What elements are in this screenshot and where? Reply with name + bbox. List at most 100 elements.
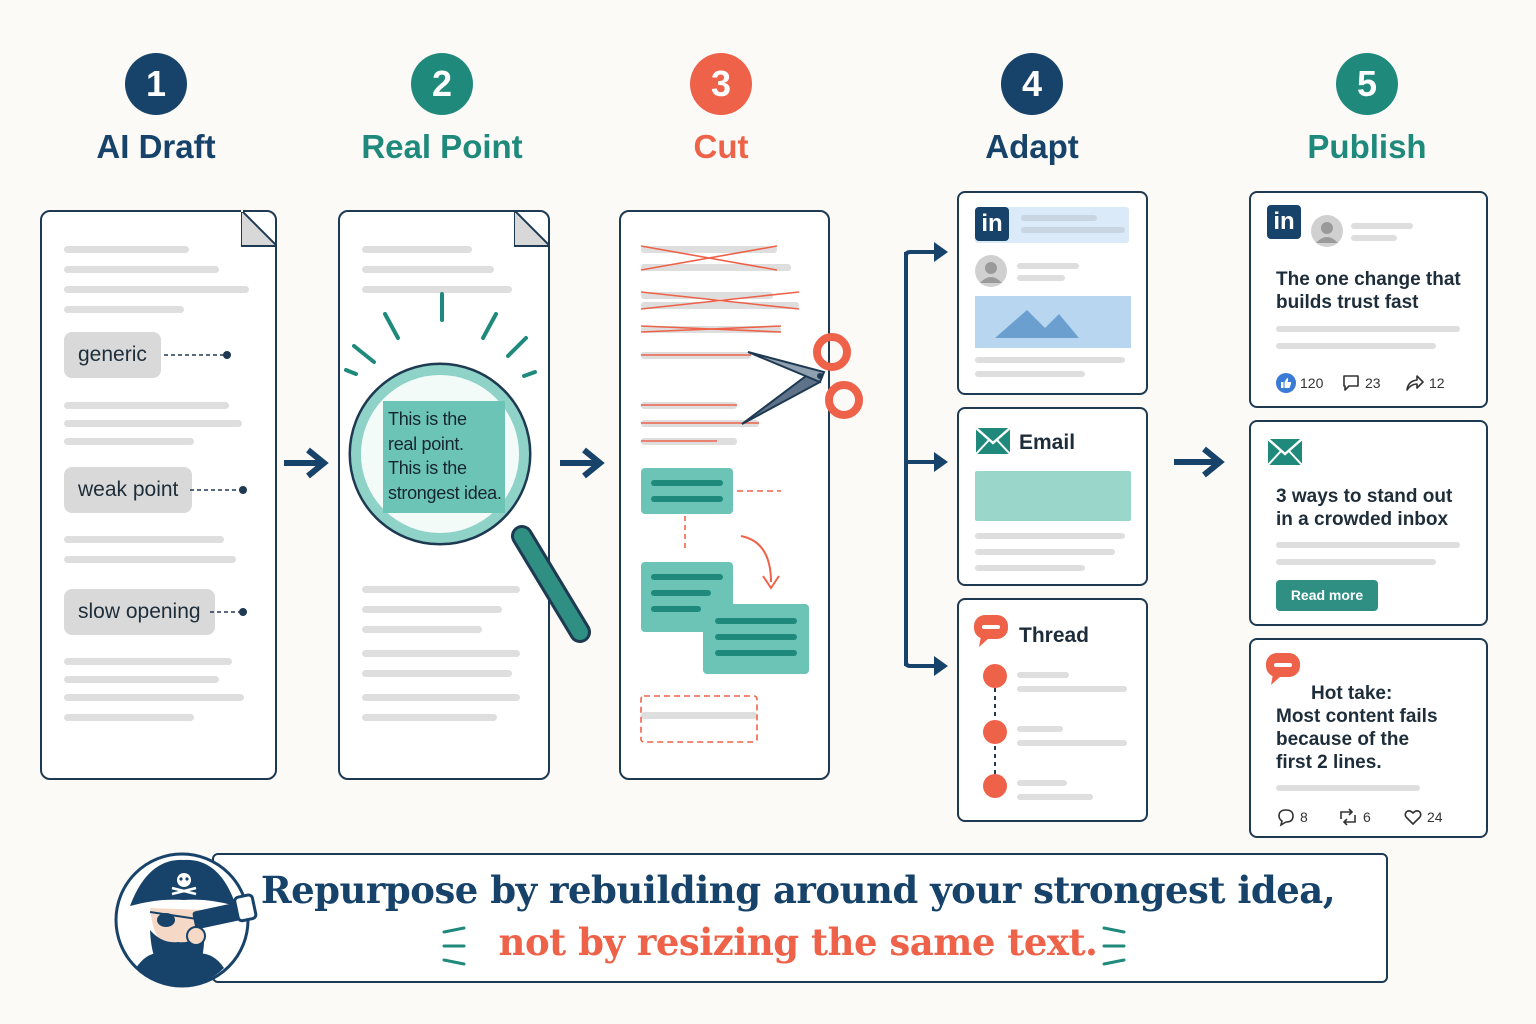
publish-thread-post: Hot take: Most content fails because of … xyxy=(1249,638,1488,838)
highlighted-real-point xyxy=(383,401,505,513)
avatar-icon xyxy=(1311,215,1343,247)
real-point-line: This is the xyxy=(388,409,467,429)
real-point-line: This is the xyxy=(388,458,467,478)
comment-count: 23 xyxy=(1365,375,1381,391)
arrow-right-icon xyxy=(1174,446,1225,478)
banner-line-1: Repurpose by rebuilding around your stro… xyxy=(260,868,1336,912)
text-line xyxy=(64,694,244,701)
read-more-button[interactable]: Read more xyxy=(1276,580,1378,611)
repost-stat[interactable]: 6 xyxy=(1337,807,1371,827)
text-line xyxy=(1017,672,1069,678)
image-placeholder-icon xyxy=(975,296,1131,348)
text-line xyxy=(975,565,1085,571)
step-5-number: 5 xyxy=(1356,63,1378,104)
step-5-badge: 5 xyxy=(1336,53,1398,115)
post-title-line: Most content fails xyxy=(1276,706,1438,727)
text-line xyxy=(64,402,229,409)
text-line xyxy=(362,286,512,293)
thread-timeline xyxy=(983,664,1007,798)
step-4-title: Adapt xyxy=(985,128,1079,165)
email-banner-block xyxy=(975,471,1131,521)
text-line xyxy=(64,286,249,293)
like-stat[interactable]: 120 xyxy=(1276,373,1323,393)
pirate-mascot-icon xyxy=(114,852,258,988)
text-line xyxy=(1276,343,1436,349)
publish-email-post: 3 ways to stand out in a crowded inbox R… xyxy=(1249,420,1488,626)
share-icon xyxy=(1406,375,1424,391)
email-icon xyxy=(1267,438,1303,466)
emphasis-marks-right-icon xyxy=(1102,926,1126,966)
banner-line-2: not by resizing the same text. xyxy=(498,920,1098,964)
heart-count: 24 xyxy=(1427,809,1443,825)
text-line xyxy=(1017,780,1067,786)
text-line xyxy=(1017,686,1127,692)
share-count: 12 xyxy=(1429,375,1445,391)
real-point-text: This is the real point. This is the stro… xyxy=(388,407,502,505)
publish-linkedin-post: in The one change that builds trust fast… xyxy=(1249,191,1488,408)
post-title-line: first 2 lines. xyxy=(1276,752,1382,773)
share-stat[interactable]: 12 xyxy=(1405,373,1445,393)
like-count: 120 xyxy=(1300,375,1324,391)
text-line xyxy=(1351,223,1413,229)
post-title-line: builds trust fast xyxy=(1276,292,1419,313)
tag-connectors xyxy=(164,351,247,616)
text-line xyxy=(362,626,482,633)
text-line xyxy=(1017,740,1127,746)
text-line xyxy=(64,246,189,253)
step-5-title: Publish xyxy=(1307,128,1427,165)
step-3-title: Cut xyxy=(693,128,749,165)
text-line xyxy=(1276,326,1460,332)
text-line xyxy=(362,246,472,253)
adapt-email-card: Email xyxy=(957,407,1148,586)
text-line xyxy=(64,306,184,313)
thread-post-title: Hot take: Most content fails because of … xyxy=(1276,682,1438,774)
text-line xyxy=(64,420,242,427)
thread-label: Thread xyxy=(1019,624,1090,647)
text-line xyxy=(64,676,219,683)
scissors-icon xyxy=(741,333,863,425)
text-line xyxy=(64,714,194,721)
step-4-badge: 4 xyxy=(1001,53,1063,115)
avatar-icon xyxy=(975,255,1007,287)
step-3-badge: 3 xyxy=(690,53,752,115)
comment-icon xyxy=(1343,375,1359,391)
post-title-line: 3 ways to stand out xyxy=(1276,486,1453,507)
adapt-thread-card: Thread xyxy=(957,598,1148,822)
tag-weak-point: weak point xyxy=(64,467,193,513)
text-line xyxy=(1017,794,1093,800)
step-1-number: 1 xyxy=(145,63,167,104)
takeaway-banner xyxy=(212,853,1388,983)
text-line xyxy=(362,714,497,721)
heart-icon xyxy=(1404,810,1422,825)
linkedin-icon: in xyxy=(975,207,1009,241)
emphasis-marks-left-icon xyxy=(442,926,466,966)
text-line xyxy=(975,371,1085,377)
cut-document xyxy=(619,210,830,780)
step-3-number: 3 xyxy=(710,63,732,104)
page-fold-icon xyxy=(514,210,550,247)
text-line xyxy=(975,357,1125,363)
text-line xyxy=(1276,785,1420,791)
text-line xyxy=(64,266,219,273)
heart-stat[interactable]: 24 xyxy=(1403,807,1443,827)
email-label: Email xyxy=(1019,431,1076,454)
text-line xyxy=(64,556,236,563)
comment-stat[interactable]: 23 xyxy=(1341,373,1381,393)
speech-bubble-icon xyxy=(974,615,1008,647)
text-line xyxy=(362,650,520,657)
text-line xyxy=(975,533,1125,539)
text-line xyxy=(1021,215,1097,221)
repost-count: 6 xyxy=(1363,809,1371,825)
post-title-line: The one change that xyxy=(1276,269,1461,290)
text-line xyxy=(64,658,232,665)
thumbs-up-icon xyxy=(1276,373,1296,393)
thread-comment-stat[interactable]: 8 xyxy=(1276,807,1308,827)
thread-comment-count: 8 xyxy=(1300,809,1308,825)
step-2-title: Real Point xyxy=(361,128,523,165)
text-line xyxy=(1351,235,1397,241)
real-point-line: real point. xyxy=(388,433,464,454)
tag-slow-opening: slow opening xyxy=(64,589,215,635)
linkedin-icon: in xyxy=(1267,205,1301,239)
real-point-line: strongest idea. xyxy=(388,482,502,503)
text-line xyxy=(64,536,224,543)
